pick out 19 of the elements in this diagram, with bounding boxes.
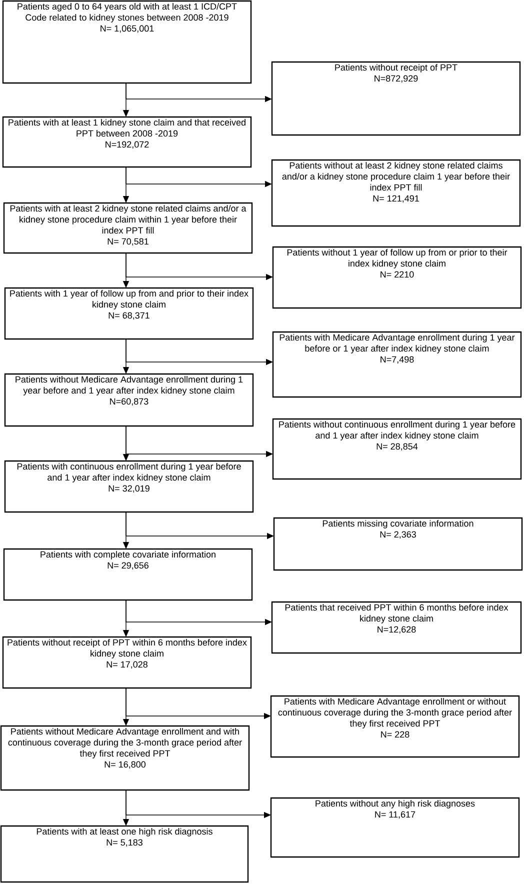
exclusion-box: Patients without receipt of PPT N=872,929 xyxy=(271,61,521,136)
cohort-box: Patients with at least 1 kidney stone claim and that received PPT between 2008 -2019 N=192,072 xyxy=(2,116,252,168)
cohort-box: Patients without Medicare Advantage enrollment during 1 year before and 1 year after index kidney stone claim N=60,873 xyxy=(4,373,254,427)
exclusion-box: Patients missing covariate information N= 2,363 xyxy=(273,517,523,571)
cohort-box: Patients aged 0 to 64 years old with at least 1 ICD/CPT Code related to kidney stones between 2008 -2019 N= 1,065,001 xyxy=(2,0,252,84)
exclusion-box: Patients with Medicare Advantage enrollment during 1 year before or 1 year after index kidney stone claim N=7,498 xyxy=(272,331,522,398)
cohort-box: Patients with at least 2 kidney stone related claims and/or a kidney stone procedure claim within 1 year before their index PPT fill N= 70,581 xyxy=(3,202,253,254)
cohort-box: Patients with continuous enrollment during 1 year before and 1 year after index kidney stone claim N= 32,019 xyxy=(4,460,254,513)
cohort-box: Patients without Medicare Advantage enrollment and with continuous coverage during the 3-month grace period after they first received PPT N= 16,800 xyxy=(0,725,250,791)
cohort-box: Patients with complete covariate information N= 29,656 xyxy=(3,548,253,601)
exclusion-box: Patients without continuous enrollment during 1 year before and 1 year after index kidney stone claim N= 28,854 xyxy=(272,418,522,480)
exclusion-box: Patients without 1 year of follow up from or prior to their index kidney stone claim N= 2210 xyxy=(272,246,522,309)
exclusion-box: Patients without any high risk diagnoses N= 11,617 xyxy=(270,797,520,858)
cohort-box: Patients with at least one high risk diagnosis N= 5,183 xyxy=(0,825,249,883)
cohort-box: Patients with 1 year of follow up from and prior to their index kidney stone claim N= 68,371 xyxy=(4,287,254,340)
exclusion-box: Patients without at least 2 kidney stone related claims and/or a kidney stone procedure claim 1 year before their index PPT fill N= 121,491 xyxy=(271,159,521,227)
cohort-box: Patients without receipt of PPT within 6 months before index kidney stone claim N= 17,028 xyxy=(2,636,252,689)
exclusion-box: Patients with Medicare Advantage enrollment or without continuous coverage during the 3-month grace period after they first received PPT N= 228 xyxy=(270,695,520,758)
exclusion-box: Patients that received PPT within 6 months before index kidney stone claim N=12,628 xyxy=(271,601,522,654)
